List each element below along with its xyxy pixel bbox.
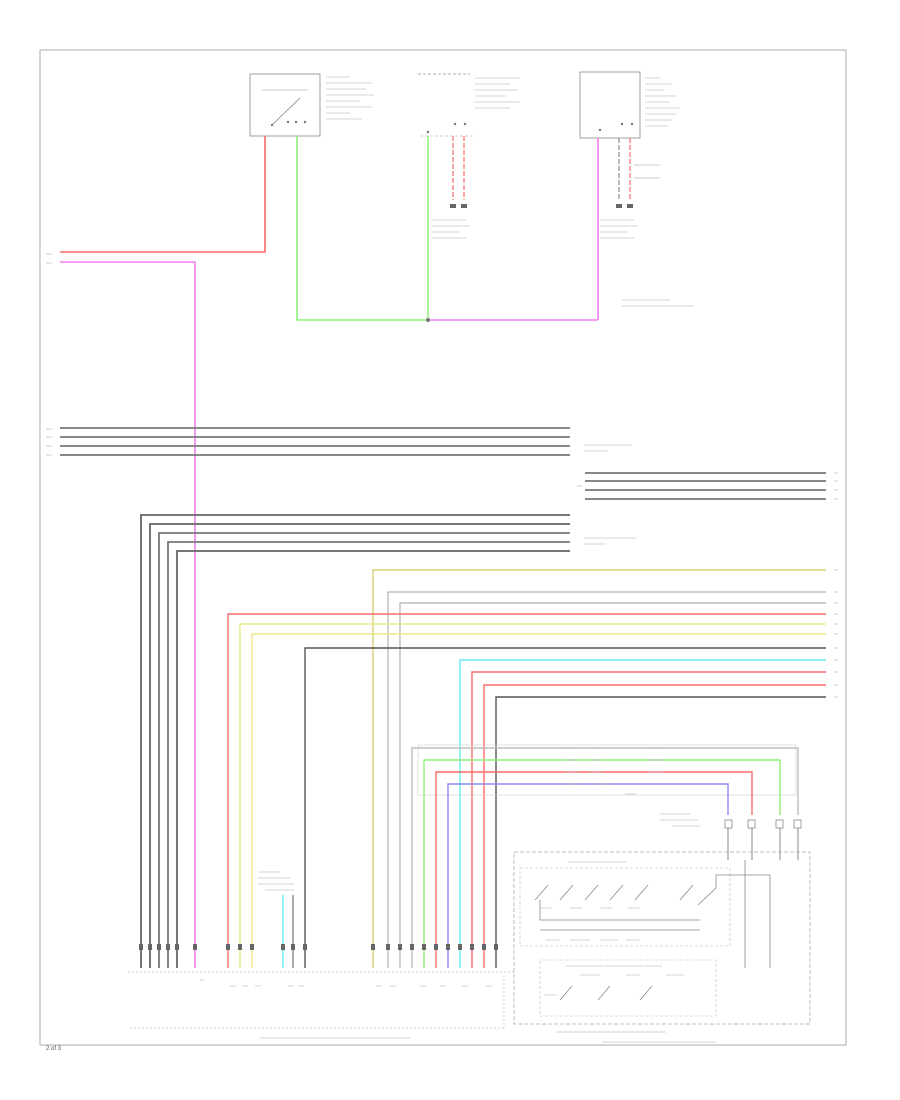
- page-number: 2 of 3: [46, 1046, 62, 1052]
- left-edge-marks: [46, 253, 52, 456]
- bottom-connector-row: [128, 944, 716, 1043]
- mid-connector-label: [258, 871, 294, 968]
- connector-labels-lower: [565, 747, 664, 795]
- diagram-frame: [39, 49, 847, 1046]
- bus-group-2: [585, 472, 826, 500]
- right-wire-end-marks: [834, 569, 838, 698]
- bus-group-1: [60, 427, 570, 456]
- right-signal-wires: [227, 569, 826, 968]
- lower-wire-bundle: [411, 744, 799, 968]
- top-component-left: [249, 73, 374, 158]
- bus-group-3-label: [584, 537, 636, 545]
- switch-connector-pins: [660, 813, 802, 860]
- bus-group-2-marks: [577, 472, 838, 500]
- switch-assembly: [513, 851, 811, 1025]
- top-component-middle: [418, 73, 520, 320]
- bus-group-1-label: [584, 444, 632, 452]
- top-wire-runs: [60, 158, 598, 968]
- bus-group-3: [140, 514, 570, 968]
- top-component-right: [579, 71, 694, 320]
